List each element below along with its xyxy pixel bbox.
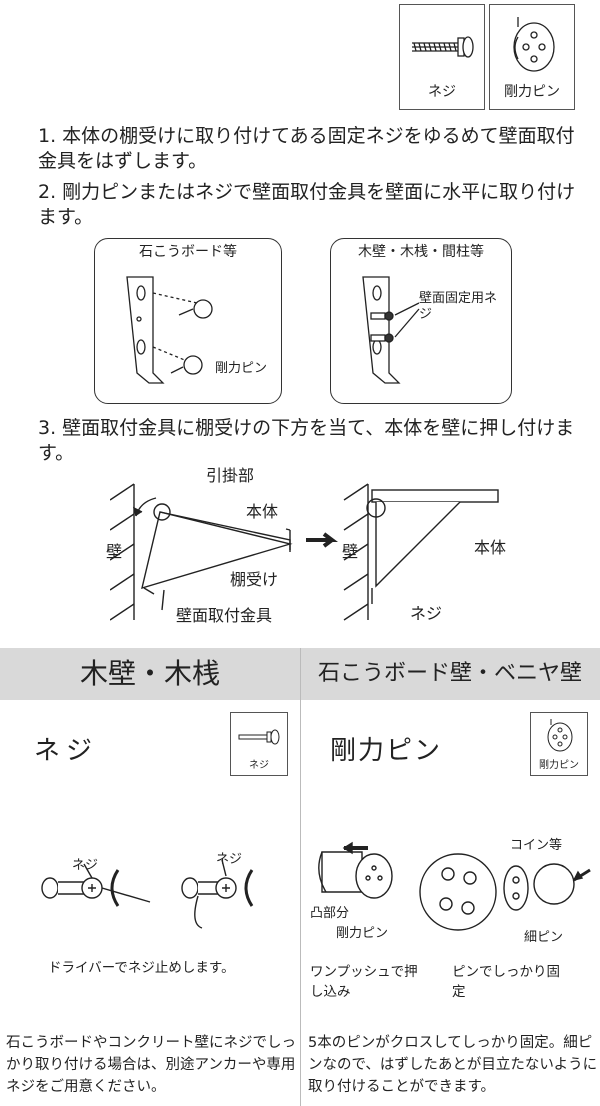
screw-mini-label: ネジ (249, 760, 269, 771)
screw-icon (412, 36, 474, 58)
wall-label-2: 壁 (342, 542, 359, 561)
pin-mini-box: 剛力ピン (530, 712, 588, 776)
gypsum-wall-heading: 石こうボード壁・ベニヤ壁 (317, 661, 582, 686)
step-2-text: 2. 剛力ピンまたはネジで壁面取付金具を壁面に水平に取り付けます。 (38, 181, 576, 228)
screw-paragraph: 石こうボードやコンクリート壁にネジでしっかり取り付ける場合は、別途アンカーや専用… (6, 1035, 296, 1095)
body-label: 本体 (246, 502, 279, 521)
screw-illustration-label-a: ネジ (72, 858, 99, 873)
pin-legend-label: 剛力ピン (504, 84, 560, 100)
pin-mini-icon (547, 719, 573, 752)
wood-panel: 木壁・木桟・間柱等 壁面固定用ネジ (330, 238, 512, 404)
wall-label: 壁 (106, 542, 123, 561)
shelf-bracket-label: 棚受け (230, 570, 279, 589)
pin-legend-box: 剛力ピン (489, 4, 575, 110)
screw-legend-label: ネジ (428, 84, 456, 100)
pin-mini-label: 剛力ピン (539, 760, 579, 771)
pin-paragraph: 5本のピンがクロスしてしっかり固定。細ピンなので、はずしたあとが目立たないように… (308, 1035, 598, 1095)
pin-push-illustration (318, 841, 591, 931)
pin-push-note: ワンプッシュで押し込み (310, 964, 418, 1000)
installation-diagram (110, 483, 499, 621)
pin-icon (513, 17, 555, 72)
wood-panel-title: 木壁・木桟・間柱等 (358, 244, 484, 260)
screw-section-title: ネジ (34, 736, 99, 766)
step-1-text: 1. 本体の棚受けに取り付けてある固定ネジをゆるめて壁面取付金具をはずします。 (38, 125, 575, 172)
bracket-with-screws-illustration (362, 276, 420, 384)
screw-legend-box: ネジ (399, 4, 485, 110)
gypsum-panel: 石こうボード等 剛力ピン (94, 238, 282, 404)
gypsum-panel-title: 石こうボード等 (139, 244, 237, 260)
wood-panel-screw-label: 壁面固定用ネジ (419, 291, 498, 322)
thin-pin-label: 細ピン (524, 930, 564, 945)
wood-wall-heading: 木壁・木桟 (79, 657, 220, 690)
convex-part-label: 凸部分 (310, 906, 350, 921)
pin-illustration-label: 剛力ピン (336, 926, 389, 941)
body-label-2: 本体 (474, 538, 507, 557)
screw-mini-box: ネジ (230, 712, 288, 776)
screw-instruction-note: ドライバーでネジ止めします。 (48, 960, 235, 976)
pin-section-title: 剛力ピン (330, 736, 443, 766)
step-3-text: 3. 壁面取付金具に棚受けの下方を当て、本体を壁に押し付けます。 (38, 417, 575, 464)
screw-mini-icon (238, 729, 280, 745)
coin-label: コイン等 (510, 838, 563, 853)
screw-illustration-label-b: ネジ (216, 852, 243, 867)
screwdriver-illustration (41, 859, 254, 929)
column-divider (300, 648, 301, 1106)
pin-fix-note: ピンでしっかり固定 (452, 964, 560, 1000)
wall-mount-bracket-label: 壁面取付金具 (176, 606, 273, 625)
screw-label-diagram: ネジ (410, 604, 443, 623)
bracket-with-pins-illustration (126, 276, 213, 384)
hook-label: 引掛部 (206, 466, 255, 485)
gypsum-panel-pin-label: 剛力ピン (215, 361, 268, 376)
